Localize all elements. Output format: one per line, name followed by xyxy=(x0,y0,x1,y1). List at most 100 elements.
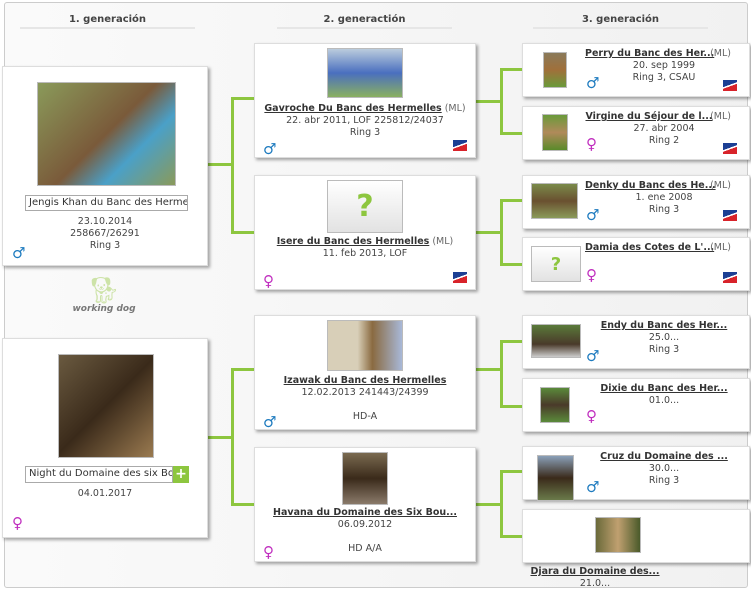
connector xyxy=(500,470,522,473)
dog-info: 12.02.2013 241443/24399 xyxy=(301,387,429,398)
dog-card[interactable]: Izawak du Banc des Hermelles 12.02.2013 … xyxy=(254,315,476,431)
connector xyxy=(208,436,232,439)
connector xyxy=(500,535,522,538)
connector xyxy=(231,368,254,371)
dog-photo xyxy=(58,354,154,458)
female-icon: ♀ xyxy=(586,266,597,284)
dog-photo xyxy=(37,82,176,186)
breed-tag: (ML) xyxy=(710,111,731,122)
female-icon: ♀ xyxy=(586,135,597,153)
dog-card[interactable]: Havana du Domaine des Six Bou... 06.09.2… xyxy=(254,447,476,562)
dog-info: 1. ene 2008 xyxy=(635,192,693,203)
dog-name-link[interactable]: Virgine du Séjour de l... xyxy=(585,111,713,122)
connector xyxy=(500,199,503,266)
registration: 258667/26291 xyxy=(70,228,140,239)
dog-info: 27. abr 2004 xyxy=(633,123,695,134)
dog-card-dam[interactable]: Night du Domaine des six Bour + 04.01.20… xyxy=(2,338,208,538)
dog-info: Ring 3 xyxy=(648,475,680,486)
flag-icon xyxy=(723,143,737,154)
add-button[interactable]: + xyxy=(173,466,189,483)
dog-card[interactable]: Cruz du Domaine des ... 30.0... Ring 3 ♂ xyxy=(522,446,750,501)
connector xyxy=(500,68,503,135)
connector xyxy=(231,97,254,100)
breed-tag: (ML) xyxy=(432,236,454,247)
birth-date: 23.10.2014 xyxy=(77,216,133,227)
dog-card[interactable]: Perry du Banc des Her... (ML) 20. sep 19… xyxy=(522,43,750,97)
dog-card[interactable]: Virgine du Séjour de l... (ML) 27. abr 2… xyxy=(522,106,750,160)
header-gen1: 1. generación xyxy=(20,14,195,29)
connector xyxy=(231,97,234,234)
dog-card[interactable]: Gavroche Du Banc des Hermelles (ML) 22. … xyxy=(254,43,476,158)
flag-icon xyxy=(453,140,467,151)
female-icon: ♀ xyxy=(12,514,23,532)
dog-name-link[interactable]: Cruz du Domaine des ... xyxy=(600,451,728,462)
dog-name-input[interactable]: Jengis Khan du Banc des Hermelles xyxy=(25,195,188,211)
female-icon: ♀ xyxy=(586,407,597,425)
dog-name-link[interactable]: Damia des Cotes de L'... xyxy=(585,242,715,253)
male-icon: ♂ xyxy=(586,478,600,496)
dog-info: 01.0... xyxy=(648,395,680,406)
dog-name-link[interactable]: Isere du Banc des Hermelles xyxy=(276,236,430,247)
dog-photo xyxy=(595,517,641,553)
dog-photo xyxy=(531,183,578,219)
dog-info: HD-A xyxy=(352,411,378,422)
dog-name-link[interactable]: Gavroche Du Banc des Hermelles xyxy=(264,103,442,114)
placeholder-dog-icon: ? xyxy=(531,246,581,282)
connector xyxy=(208,163,232,166)
dog-info: Ring 3, CSAU xyxy=(632,72,696,83)
breed-tag: (ML) xyxy=(710,48,731,59)
flag-icon xyxy=(723,80,737,91)
dog-name-input[interactable]: Night du Domaine des six Bour xyxy=(25,466,173,483)
dog-name-link[interactable]: Dixie du Banc des Her... xyxy=(600,383,728,394)
dog-photo xyxy=(342,452,388,505)
dog-name-link[interactable]: Denky du Banc des He... xyxy=(585,180,716,191)
connector xyxy=(476,503,500,506)
working-dog-logo: 🐕︎ working dog xyxy=(72,276,136,314)
dog-card-sire[interactable]: Jengis Khan du Banc des Hermelles 23.10.… xyxy=(2,66,208,266)
dog-card[interactable] xyxy=(522,509,750,563)
flag-icon xyxy=(453,272,467,283)
connector xyxy=(231,368,234,506)
connector xyxy=(500,199,522,202)
dog-info: 22. abr 2011, LOF 225812/24037 xyxy=(286,115,444,126)
dog-name-link[interactable]: Perry du Banc des Her... xyxy=(585,48,715,59)
birth-date: 04.01.2017 xyxy=(77,488,133,499)
dog-info: 21.0... xyxy=(579,578,611,589)
flag-icon xyxy=(723,210,737,221)
header-gen3: 3. generación xyxy=(533,14,708,29)
placeholder-dog-icon: ? xyxy=(327,180,403,233)
dog-photo xyxy=(327,320,403,371)
connector xyxy=(500,340,522,343)
female-icon: ♀ xyxy=(263,272,274,290)
dog-info: HD A/A xyxy=(348,543,382,554)
dog-name-link[interactable]: Izawak du Banc des Hermelles xyxy=(283,375,447,386)
title: Ring 3 xyxy=(89,240,121,251)
dog-card[interactable]: Endy du Banc des Her... 25.0... Ring 3 ♂ xyxy=(522,315,750,369)
dog-photo xyxy=(542,114,568,151)
dog-card[interactable]: ? Isere du Banc des Hermelles (ML) 11. f… xyxy=(254,175,476,290)
dog-info: Ring 2 xyxy=(648,135,680,146)
dog-name-link[interactable]: Endy du Banc des Her... xyxy=(600,320,728,331)
connector xyxy=(500,263,522,266)
male-icon: ♂ xyxy=(12,244,26,262)
dog-info: Ring 3 xyxy=(648,204,680,215)
connector xyxy=(500,68,522,71)
dog-info: 30.0... xyxy=(648,463,680,474)
dog-card[interactable]: ? Damia des Cotes de L'... (ML) ♀ xyxy=(522,237,750,291)
male-icon: ♂ xyxy=(586,74,600,92)
dog-info: 20. sep 1999 xyxy=(632,60,696,71)
male-icon: ♂ xyxy=(263,413,277,431)
connector xyxy=(231,231,254,234)
dog-info: Ring 3 xyxy=(349,127,381,138)
dog-info: 11. feb 2013, LOF xyxy=(322,248,408,259)
connector xyxy=(500,470,503,538)
dog-photo xyxy=(537,455,574,501)
dog-name-link[interactable]: Djara du Domaine des... xyxy=(530,566,660,577)
connector xyxy=(476,368,500,371)
dog-card[interactable]: Denky du Banc des He... (ML) 1. ene 2008… xyxy=(522,175,750,229)
dog-name-link[interactable]: Havana du Domaine des Six Bou... xyxy=(273,507,457,518)
dog-photo xyxy=(531,324,581,358)
dog-card[interactable]: Dixie du Banc des Her... 01.0... ♀ xyxy=(522,378,750,432)
connector xyxy=(500,405,522,408)
dog-info: 06.09.2012 xyxy=(337,519,393,530)
